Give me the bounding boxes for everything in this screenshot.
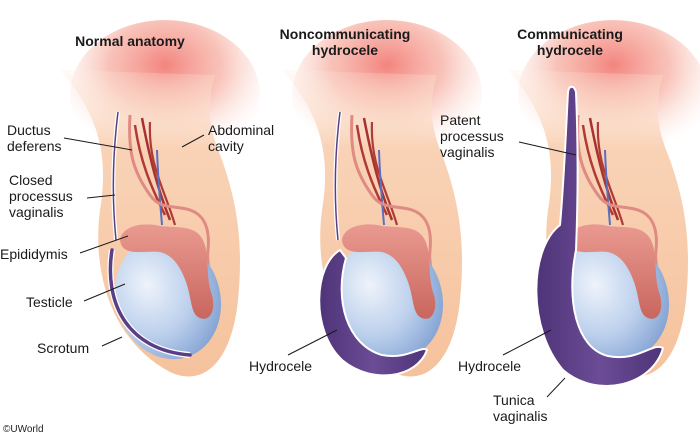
label-testicle: Testicle xyxy=(26,294,73,310)
leader-lines xyxy=(63,134,577,398)
label-abdominal-cavity: Abdominal cavity xyxy=(208,122,275,154)
title-noncommunicating-hydrocele: Noncommunicating hydrocele xyxy=(279,26,411,58)
title-normal-anatomy: Normal anatomy xyxy=(75,33,185,49)
panel-communicating-hydrocele xyxy=(506,18,700,387)
label-hydrocele-communicating: Hydrocele xyxy=(458,358,522,374)
label-hydrocele-noncommunicating: Hydrocele xyxy=(249,358,313,374)
label-tunica-vaginalis: Tunica vaginalis xyxy=(493,392,548,424)
label-patent-processus-vaginalis: Patent processus vaginalis xyxy=(440,112,504,160)
label-epididymis: Epididymis xyxy=(0,246,68,262)
label-closed-processus-vaginalis: Closed processus vaginalis xyxy=(9,172,73,220)
panel-normal-anatomy xyxy=(58,18,262,378)
panel-noncommunicating-hydrocele xyxy=(280,18,484,378)
title-communicating-hydrocele: Communicating hydrocele xyxy=(517,26,623,58)
label-ductus-deferens: Ductus deferens xyxy=(7,122,62,154)
copyright-text: ©UWorld xyxy=(3,424,44,435)
label-scrotum: Scrotum xyxy=(37,340,90,356)
